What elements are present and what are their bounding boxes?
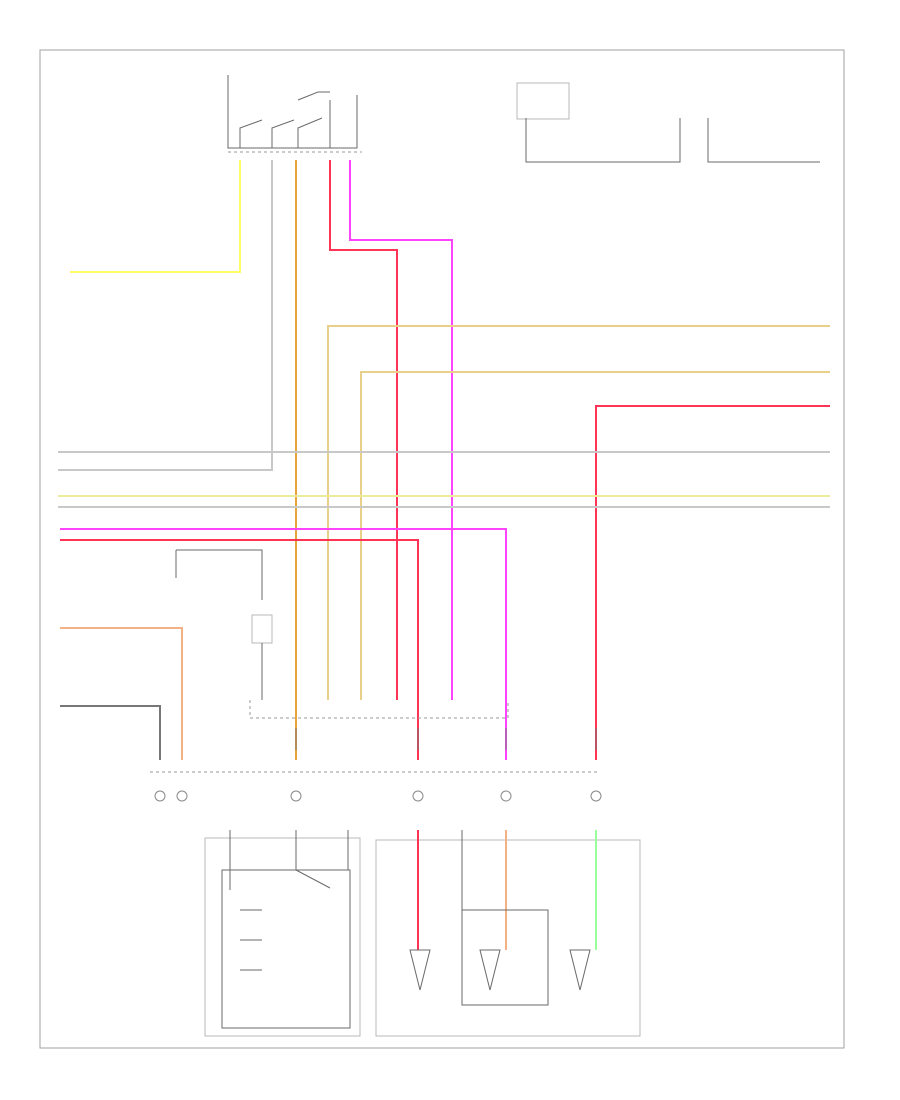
sensor-switch: [227, 75, 362, 153]
lower-left-block: [204, 830, 361, 1037]
tan-wire-1: [327, 325, 830, 700]
magenta-wire-2: [60, 528, 507, 760]
dark-wire: [60, 705, 161, 760]
red-wire-right: [595, 405, 830, 760]
splice-points: [154, 790, 602, 802]
magenta-wire: [349, 160, 453, 700]
diagram-frame: [39, 49, 845, 1049]
top-right-connectors: [516, 82, 820, 163]
lower-middle-block: [375, 830, 641, 1037]
yellow-wire: [70, 160, 241, 273]
red-wire: [329, 160, 398, 700]
red-magenta-wire: [60, 539, 419, 760]
tan-wire-2: [360, 371, 830, 700]
gray-wire-left: [58, 160, 273, 471]
salmon-wire: [60, 627, 183, 760]
connector-marks: [295, 728, 597, 750]
connector-block: [249, 700, 509, 719]
left-small-block: [175, 549, 273, 700]
